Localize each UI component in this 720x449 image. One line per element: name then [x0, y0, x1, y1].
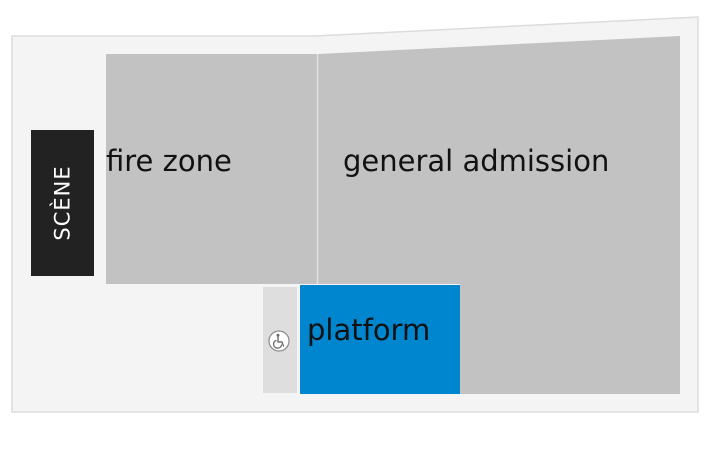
zone-platform[interactable] [300, 285, 460, 394]
zone-label-fire-zone: fire zone [106, 144, 232, 178]
stage-block [31, 130, 94, 276]
zone-label-platform: platform [307, 313, 431, 347]
zone-fire-zone[interactable] [106, 54, 317, 284]
zone-label-general-admission: general admission [343, 144, 610, 178]
zone-general-admission[interactable] [318, 36, 680, 394]
wheelchair-icon [268, 330, 290, 352]
